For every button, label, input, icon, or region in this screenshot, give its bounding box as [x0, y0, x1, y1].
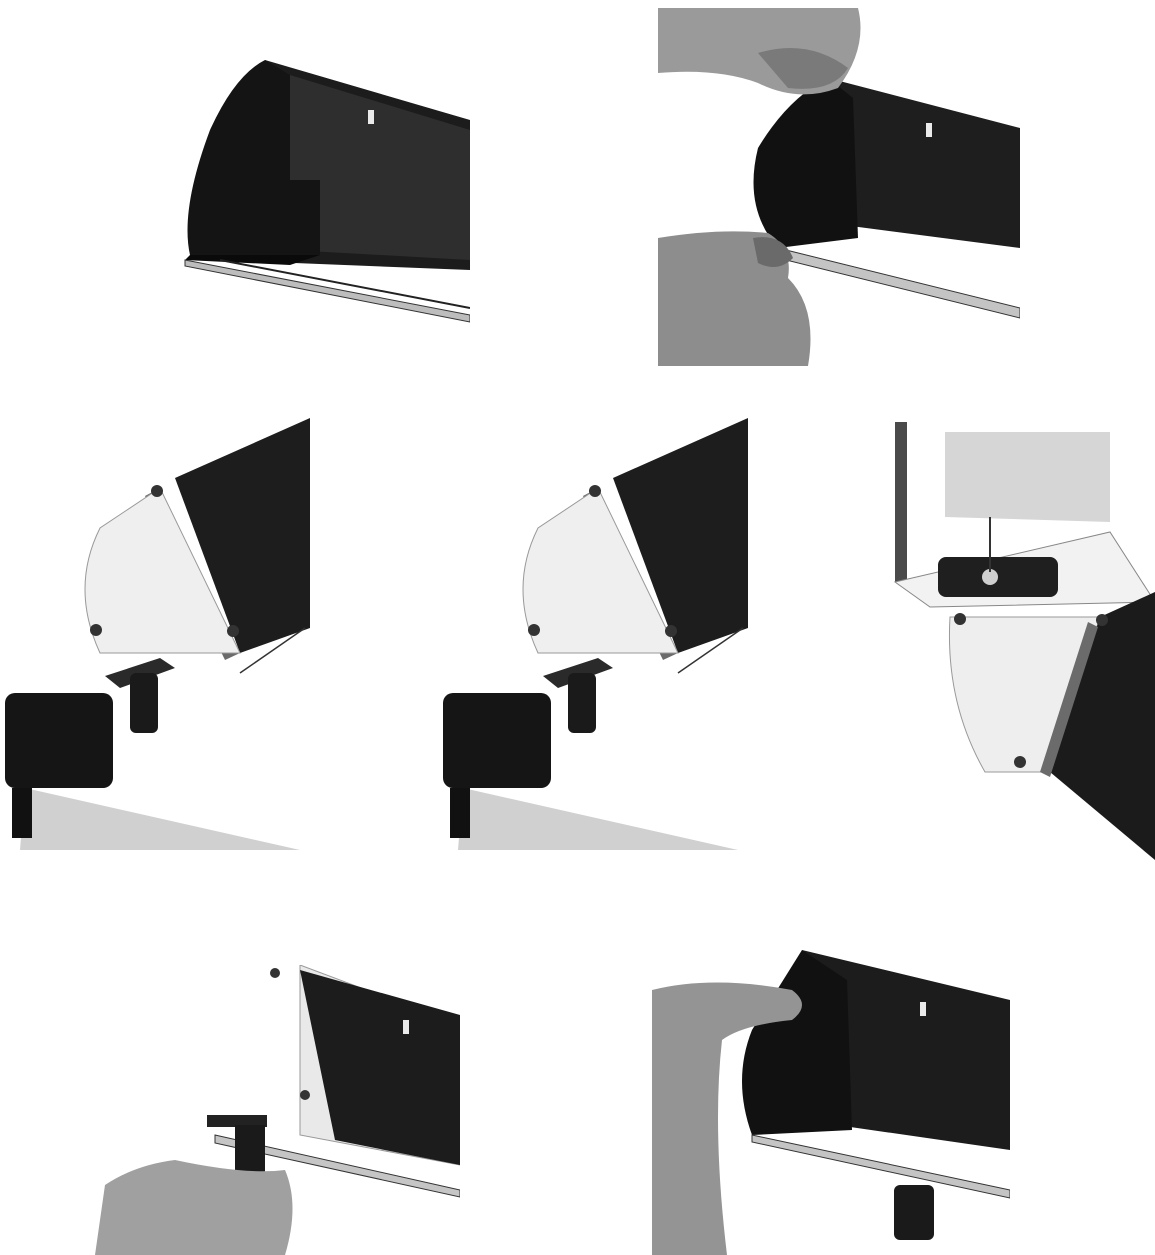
- hand-inserting-clip-illustration: [95, 965, 460, 1255]
- hand-refitting-cap-illustration: [652, 950, 1010, 1255]
- panel-step-6: [95, 965, 460, 1255]
- bracket-exploded-alt-illustration: [438, 418, 748, 850]
- end-cap-illustration: [180, 60, 470, 325]
- panel-step-4: [438, 418, 748, 850]
- housing-on-wall-illustration: [890, 422, 1155, 860]
- bracket-exploded-illustration: [0, 418, 310, 850]
- panel-step-7: [652, 950, 1010, 1255]
- panel-step-3: [0, 418, 310, 850]
- panel-step-2: [658, 8, 1020, 366]
- panel-step-5: [890, 422, 1155, 860]
- panel-step-1: [180, 60, 470, 325]
- hands-removing-cap-illustration: [658, 8, 1020, 366]
